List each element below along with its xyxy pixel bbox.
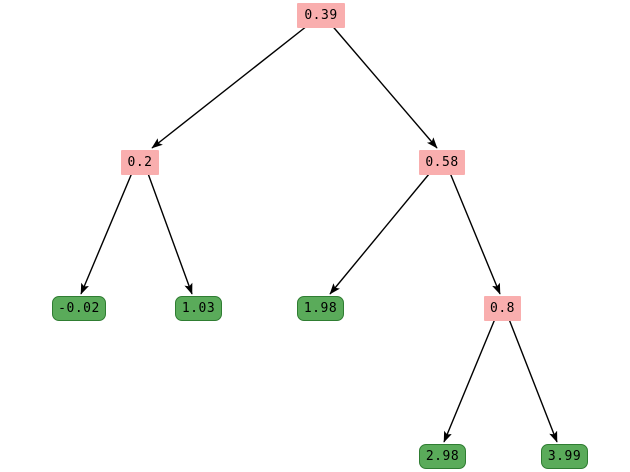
- tree-node-n6[interactable]: 0.8: [484, 296, 521, 321]
- tree-node-label: 1.98: [303, 301, 338, 316]
- tree-node-n1[interactable]: 0.2: [121, 150, 159, 175]
- tree-edge-n0-n1: [151, 21, 313, 149]
- tree-node-n2[interactable]: 0.58: [419, 150, 465, 175]
- tree-node-n8[interactable]: 3.99: [541, 444, 588, 469]
- tree-edge-n1-n4: [145, 167, 193, 295]
- tree-edge-n6-n7: [443, 313, 498, 443]
- tree-node-label: 0.8: [490, 301, 515, 316]
- tree-node-label: 2.98: [425, 449, 460, 464]
- tree-node-label: 0.2: [127, 155, 153, 170]
- tree-node-n3[interactable]: -0.02: [52, 296, 106, 321]
- tree-node-n5[interactable]: 1.98: [297, 296, 344, 321]
- tree-edge-n2-n5: [329, 167, 435, 295]
- tree-edge-n1-n3: [80, 167, 135, 295]
- tree-node-n0[interactable]: 0.39: [297, 3, 345, 28]
- tree-node-label: 1.03: [181, 301, 216, 316]
- tree-node-label: 3.99: [547, 449, 582, 464]
- tree-node-label: 0.58: [425, 155, 459, 170]
- tree-node-n7[interactable]: 2.98: [419, 444, 466, 469]
- tree-edge-n2-n6: [447, 167, 501, 295]
- tree-node-label: -0.02: [58, 301, 100, 316]
- tree-node-label: 0.39: [304, 8, 338, 23]
- tree-edge-n0-n2: [328, 21, 438, 149]
- tree-edge-n6-n8: [506, 313, 558, 443]
- tree-node-n4[interactable]: 1.03: [175, 296, 222, 321]
